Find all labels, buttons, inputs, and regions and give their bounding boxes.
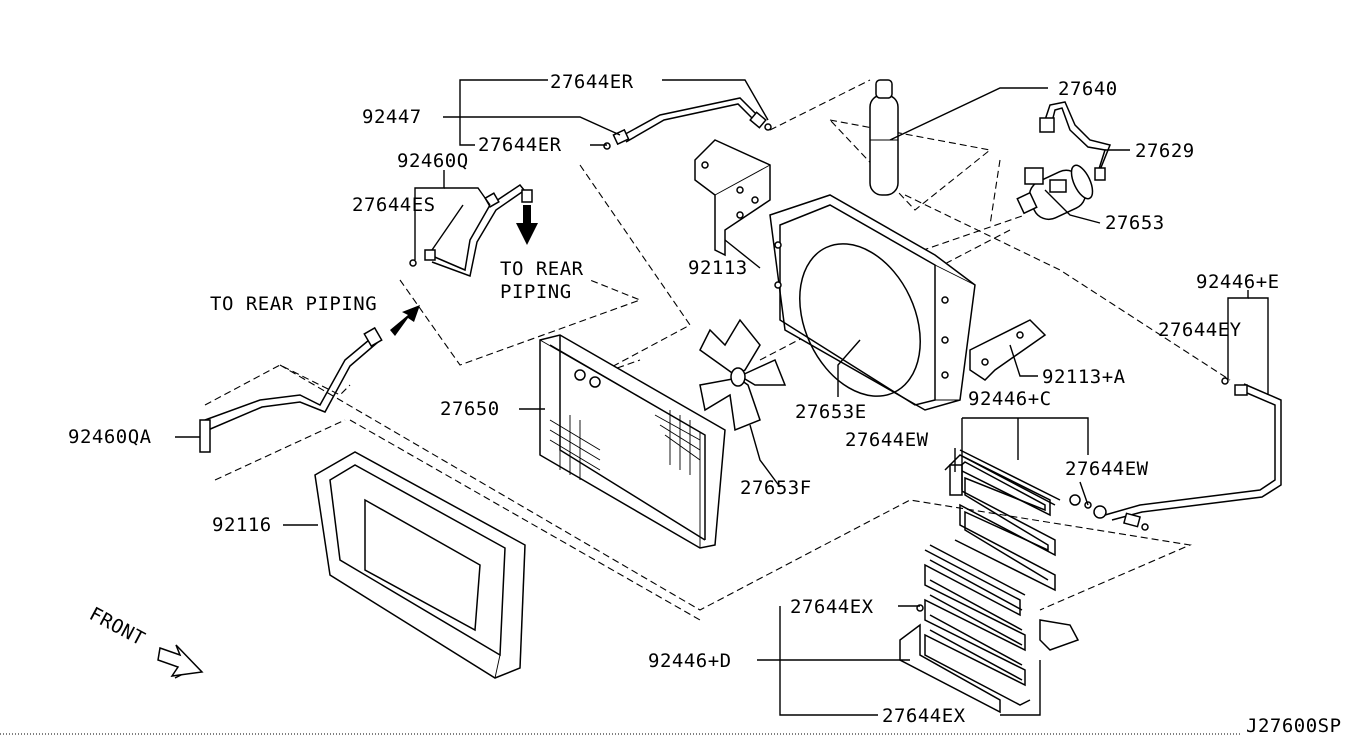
label-92446E: 92446+E — [1196, 271, 1280, 293]
label-27653E: 27653E — [795, 401, 867, 423]
fan-27653F — [699, 318, 787, 432]
pipe-92447 — [603, 97, 772, 150]
label-92113A: 92113+A — [1042, 366, 1126, 388]
motor-27653 — [1016, 164, 1094, 221]
label-92460QA: 92460QA — [68, 426, 152, 448]
arrow-down-icon — [516, 205, 538, 245]
part-labels: 27644ER 92447 27644ER 92460Q 27644ES TO … — [68, 71, 1342, 736]
label-92447: 92447 — [362, 106, 422, 128]
fan-shroud-27653E — [769, 194, 976, 411]
pipe-92460QA — [199, 326, 383, 453]
label-27653: 27653 — [1105, 212, 1165, 234]
label-27644EY: 27644EY — [1158, 319, 1242, 341]
label-92446C: 92446+C — [968, 388, 1052, 410]
label-to-rear-piping-1b: PIPING — [500, 281, 572, 303]
shroud-92116 — [314, 451, 526, 679]
label-27653F: 27653F — [740, 477, 812, 499]
diagram-code: J27600SP — [1246, 715, 1342, 736]
label-27644ER-top: 27644ER — [550, 71, 634, 93]
pipe-92446E — [1104, 377, 1282, 531]
bracket-92113 — [694, 139, 771, 257]
arrow-diagonal-icon — [390, 305, 420, 336]
cooler-pipe-92446C — [944, 449, 1107, 592]
pipe-92460Q — [409, 183, 533, 278]
label-27650: 27650 — [440, 398, 500, 420]
label-92460Q: 92460Q — [397, 150, 469, 172]
leader-lines — [164, 79, 1269, 716]
label-27640: 27640 — [1058, 78, 1118, 100]
label-front: FRONT — [86, 603, 149, 650]
label-27644EX-bottom: 27644EX — [882, 705, 966, 727]
receiver-drier-27640 — [869, 79, 899, 196]
label-27644EX-top: 27644EX — [790, 596, 874, 618]
label-to-rear-piping-2: TO REAR PIPING — [210, 293, 377, 315]
label-27644EW-right: 27644EW — [1065, 458, 1149, 480]
label-to-rear-piping-1a: TO REAR — [500, 258, 584, 280]
label-92446D: 92446+D — [648, 650, 732, 672]
harness-27629 — [1039, 101, 1112, 181]
label-27629: 27629 — [1135, 140, 1195, 162]
cooler-pipe-92446D — [899, 544, 1080, 714]
label-27644EW-left: 27644EW — [845, 429, 929, 451]
label-27644ER-mid: 27644ER — [478, 134, 562, 156]
condenser-27650 — [539, 334, 726, 549]
front-arrow-icon — [157, 644, 204, 677]
bracket-92113A — [969, 319, 1047, 381]
label-27644ES: 27644ES — [352, 194, 436, 216]
label-92113: 92113 — [688, 257, 748, 279]
label-92116: 92116 — [212, 514, 272, 536]
